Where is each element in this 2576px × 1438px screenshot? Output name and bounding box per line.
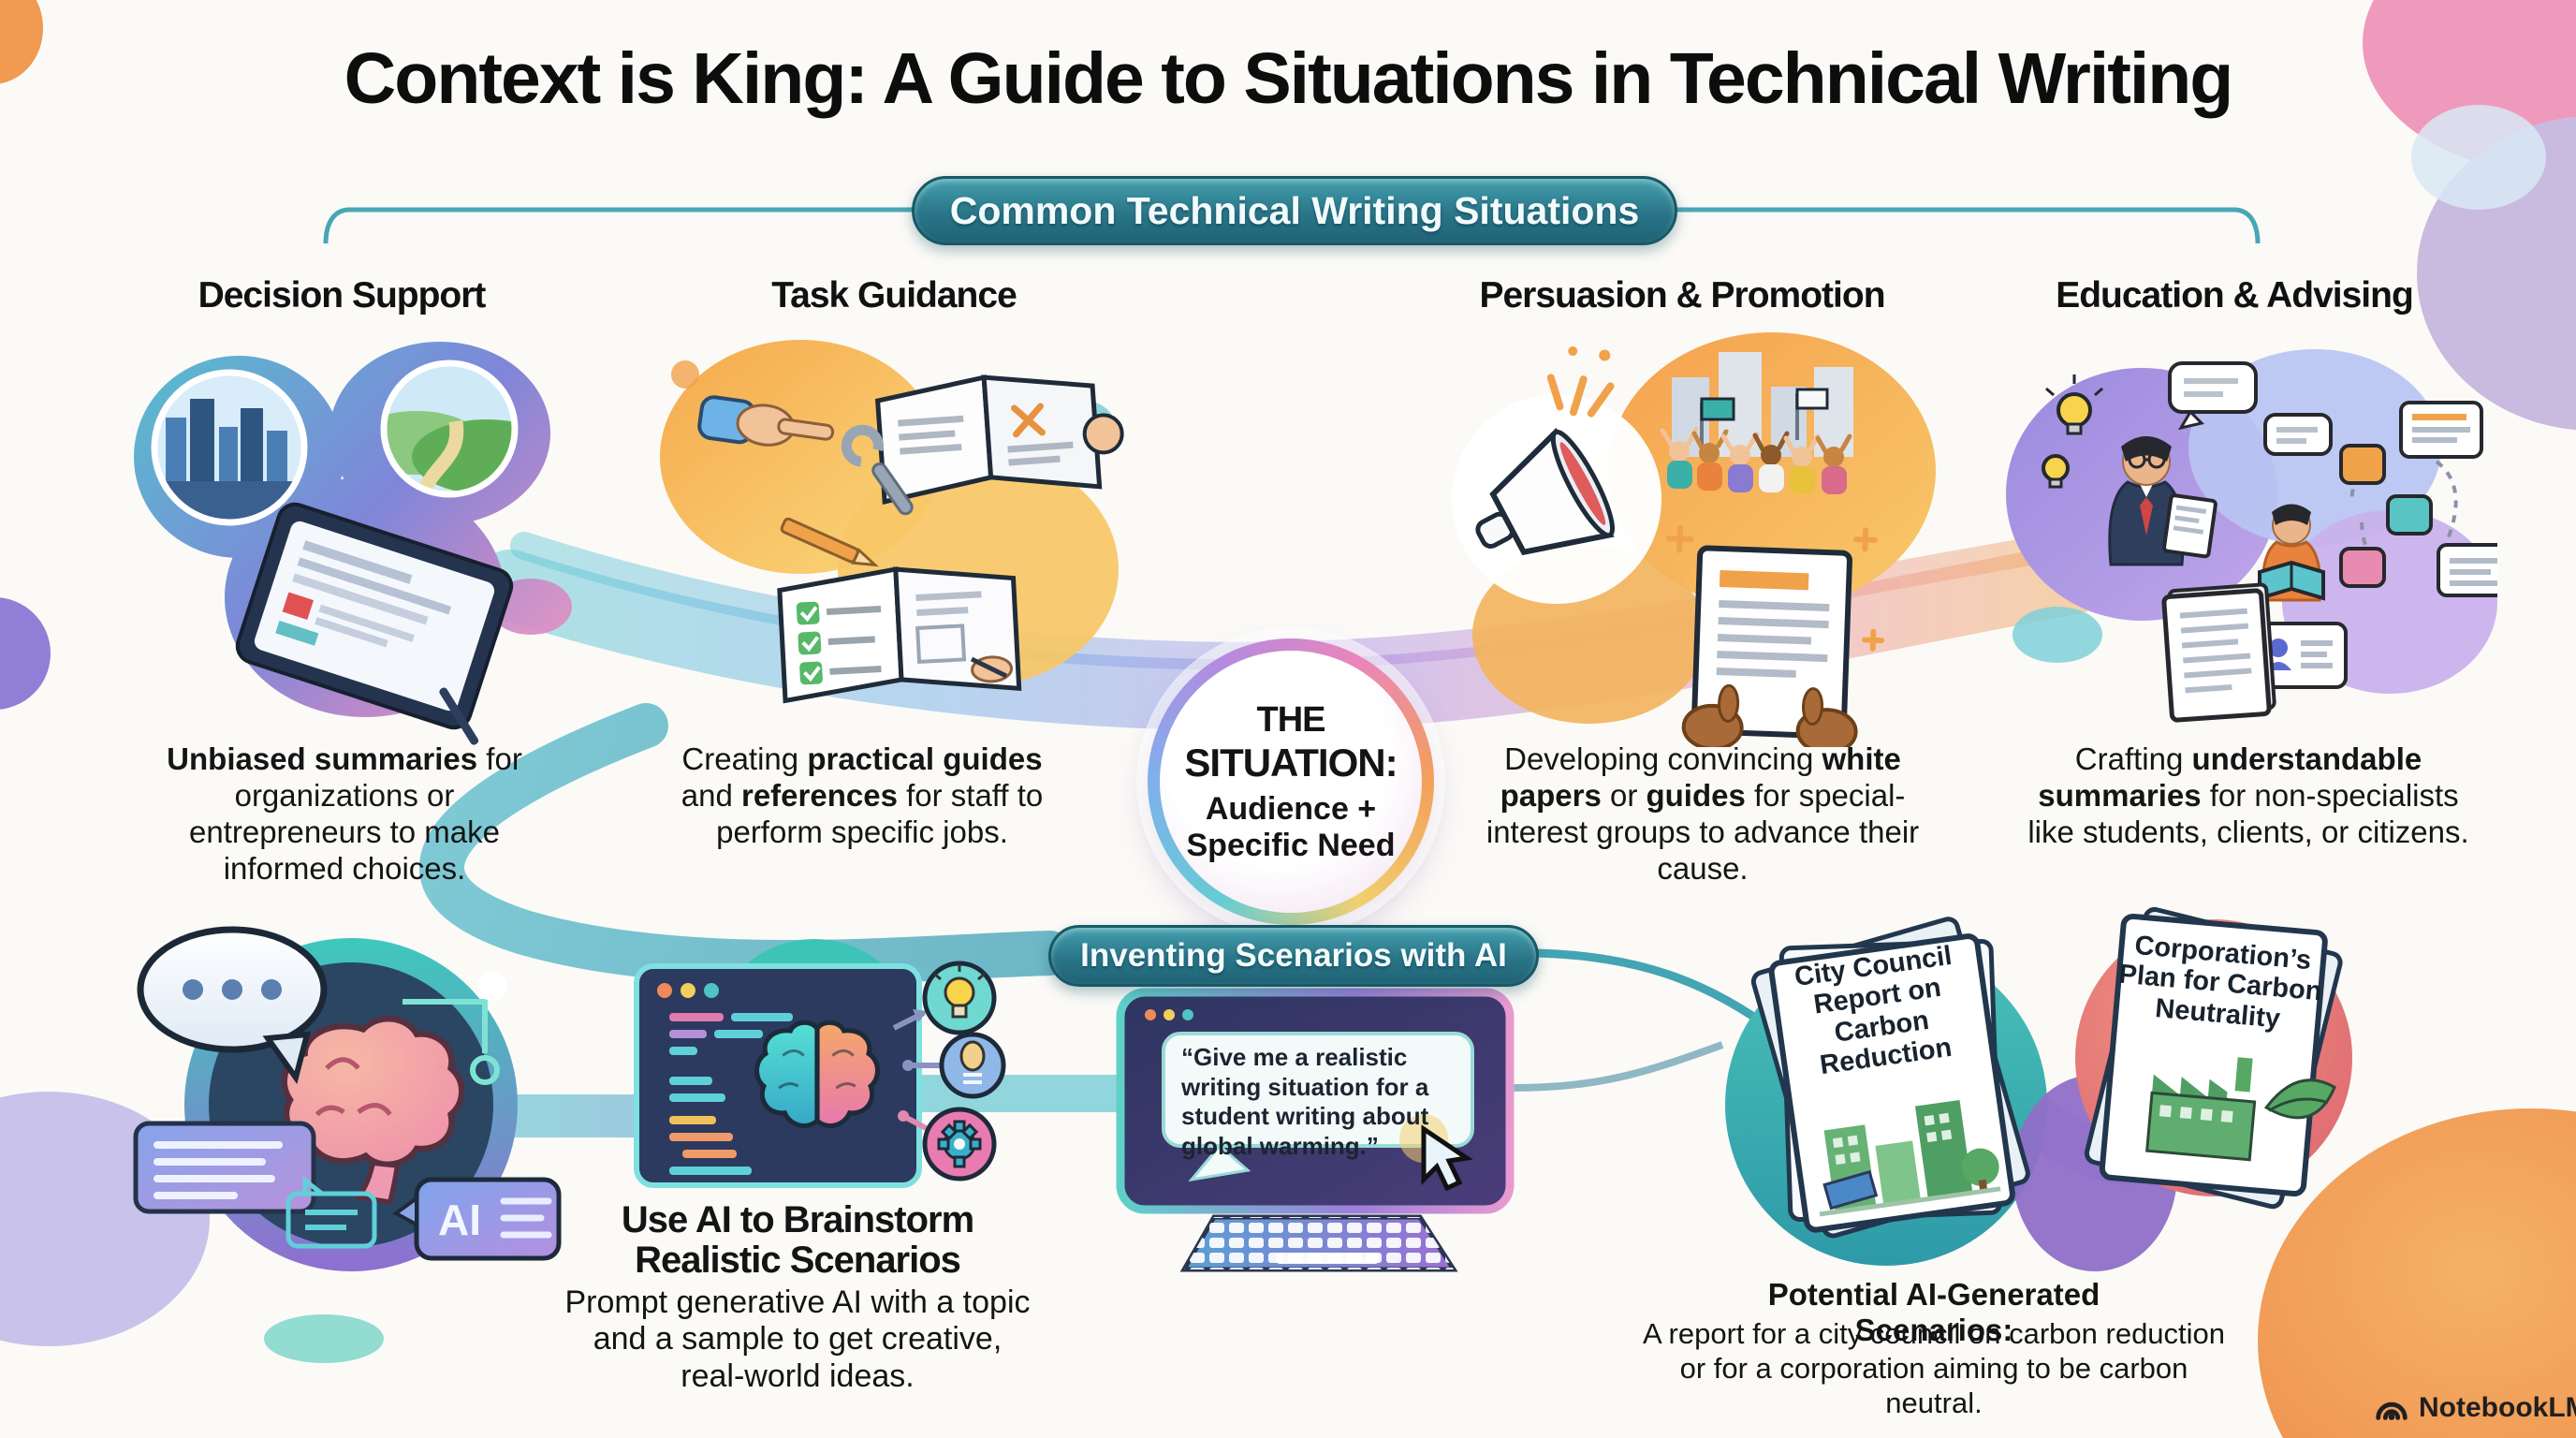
top-banner-label: Common Technical Writing Situations [949,188,1640,232]
flowchart-icon [2339,401,2497,597]
sound-burst-icon [1546,346,1615,418]
situation-circle: THE SITUATION: Audience + Specific Need [1148,638,1434,925]
lightbulb-icon [922,961,997,1035]
body-persuasion-promotion: Developing convincing white papers or gu… [1486,741,1920,886]
wrench-icon [841,424,914,516]
education-advising-illustration [2006,349,2497,723]
pointing-hand-icon [697,395,835,447]
checklist-book-icon [777,566,1022,704]
keyboard-icon [1179,1214,1458,1272]
scenarios-heading: Potential AI-Generated Scenarios: [1767,1277,2100,1347]
situation-line-3: Audience + [1205,790,1377,827]
chat-card-icon [133,1121,316,1214]
open-book-icon [874,374,1124,505]
speech-dots-bubble-icon [137,926,328,1084]
split-brain-icon [754,1020,881,1129]
tablet-icon [235,502,514,745]
watermark: NotebookLM [2372,1391,2576,1425]
mini-bubble-icon [285,1175,377,1249]
situation-line-4: Specific Need [1186,827,1396,863]
top-banner: Common Technical Writing Situations [912,176,1677,245]
situation-line-2: SITUATION: [1184,740,1398,785]
checkbox-icon [796,601,823,685]
code-editor-illustration [634,939,1006,1188]
prompt-bubble-icon [1162,1032,1474,1182]
ai-chip-icon: AI [392,1177,562,1261]
watermark-label: NotebookLM [2419,1392,2576,1423]
scenarios-body: A report for a city council on carbon re… [1642,1317,2226,1420]
report-stack-icon [2084,906,2343,1210]
body-education-advising: Crafting understandable summaries for no… [2027,741,2469,849]
scenario-documents-illustration [1725,906,2352,1271]
ai-brain-illustration: AI [133,926,562,1271]
body-decision-support: Unbiased summaries for organizations or … [167,741,522,886]
document-icon [2161,582,2276,723]
hand-icon [1082,413,1124,455]
document-title-corporation: Corporation’s Plan for Carbon Neutrality [2117,930,2323,1034]
bottom-banner: Inventing Scenarios with AI [1048,925,1539,987]
prompt-quote: “Give me a realistic writing situation f… [1181,1043,1429,1161]
situation-line-1: THE [1256,699,1326,740]
heading-education-advising: Education & Advising [2056,275,2414,315]
pencil-icon [780,517,879,567]
notebooklm-logo [2376,1401,2408,1420]
megaphone-icon [1475,346,1616,556]
persuasion-promotion-illustration [1452,332,1936,747]
cursor-icon [1399,1114,1473,1192]
sparkle-icon [1665,524,1885,652]
heading-decision-support: Decision Support [198,275,487,315]
page-title: Context is King: A Guide to Situations i… [344,38,2234,119]
task-guidance-illustration [660,340,1124,704]
crowd-icon [1660,352,1853,494]
code-lines [669,1013,793,1175]
ai-chip-label: AI [438,1196,481,1244]
green-city-icon [1819,1099,2001,1217]
heading-persuasion-promotion: Persuasion & Promotion [1479,275,1885,315]
bottom-banner-label: Inventing Scenarios with AI [1080,937,1507,974]
decision-support-illustration [134,342,572,745]
report-stack-icon [1750,917,2030,1239]
situation-circle-inner: THE SITUATION: Audience + Specific Need [1160,651,1422,913]
body-task-guidance: Creating practical guides and references… [681,741,1044,849]
monitor-icon [1116,988,1515,1214]
brainstorm-heading: Use AI to Brainstorm Realistic Scenarios [621,1199,974,1282]
green-factory-icon [2145,1057,2336,1162]
presenter-icon [2108,436,2217,566]
student-icon [2258,504,2325,602]
speech-bubble-icon [2168,361,2333,456]
brainstorm-body: Prompt generative AI with a topic and a … [564,1284,1031,1394]
lightbulb-icon [2042,374,2103,489]
holding-hands-icon [1681,683,1858,747]
white-paper-icon [1665,524,1885,747]
monitor-illustration [1116,988,1515,1272]
heading-task-guidance: Task Guidance [771,275,1017,315]
scroll-icon [939,1032,1006,1099]
gear-icon [922,1107,997,1181]
landscape-photo-icon [384,363,515,494]
